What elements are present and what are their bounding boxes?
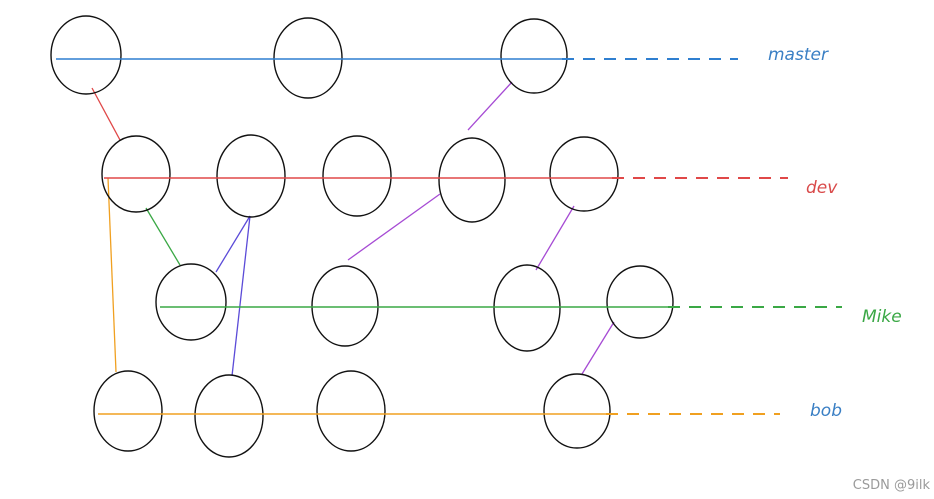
branch-mike: Mike (155, 263, 902, 352)
connector-master-to-dev (91, 87, 121, 141)
connector-bob-to-mike (581, 321, 615, 375)
branch-master: master (50, 15, 829, 99)
branch-label-bob: bob (810, 401, 842, 421)
connector-dev-to-bob-2 (231, 215, 251, 377)
commit-node (549, 136, 619, 212)
commit-node (606, 265, 674, 339)
commit-node (273, 17, 343, 99)
connector-mike-from-dev (347, 193, 441, 261)
connector-dev-to-mike (145, 207, 181, 266)
connector-master-from-dev (467, 81, 513, 131)
commit-node (500, 18, 568, 94)
branch-label-mike: Mike (862, 307, 902, 327)
commit-node (155, 263, 227, 341)
commit-node (194, 374, 264, 458)
commit-node (216, 134, 286, 218)
commit-node (493, 264, 561, 352)
commit-node (311, 265, 379, 347)
commit-node (50, 15, 122, 95)
watermark: CSDN @9ilk (852, 478, 930, 493)
commit-node (438, 137, 506, 223)
branch-bob: bob (93, 370, 842, 458)
commit-node (93, 370, 163, 452)
connector-mike-to-dev (215, 215, 251, 273)
branch-dev: dev (101, 134, 838, 223)
commit-node (316, 370, 386, 452)
commit-node (101, 135, 171, 213)
branch-label-master: master (768, 45, 829, 65)
connector-lines (91, 81, 615, 377)
commit-node (322, 135, 392, 217)
branch-label-dev: dev (806, 178, 838, 198)
commit-node (543, 373, 611, 449)
connector-mike-to-dev-2 (535, 205, 575, 271)
connector-dev-to-bob (107, 177, 117, 373)
